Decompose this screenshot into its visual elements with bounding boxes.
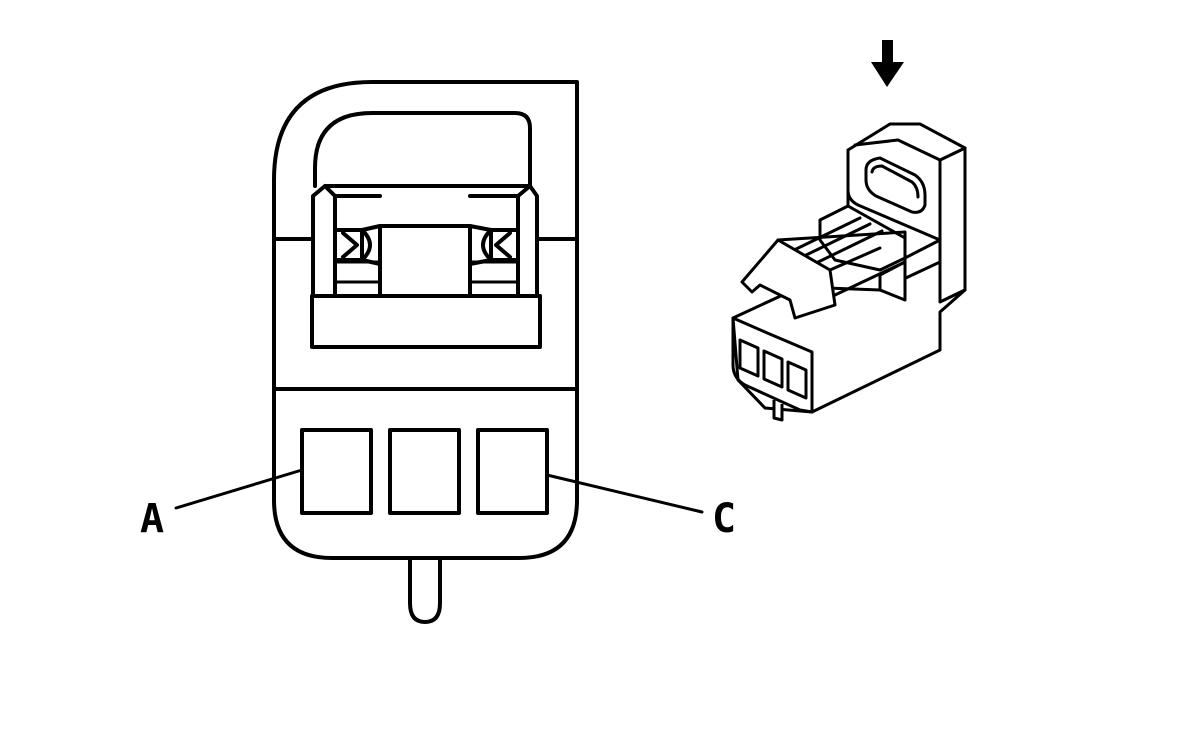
iso-body-right [938,146,967,304]
iso-lock-hole-inner [870,164,920,199]
iso-latch-ribs [788,216,884,267]
callout-line-a [174,468,304,510]
iso-latch-top [740,238,837,320]
iso-cavity-c [786,360,808,400]
iso-cavity-a [738,338,760,378]
pin-label-c: C [712,496,736,542]
iso-latch-arm [818,204,907,272]
pin-label-a: A [140,496,164,542]
terminal-cavity-a [300,428,373,515]
latch-base [310,294,542,349]
bottom-tab [408,556,442,624]
iso-lock-tower-front [846,138,942,242]
detent-right [468,224,520,266]
connector-iso-view [731,40,967,422]
terminal-cavity-b [388,428,461,515]
iso-bottom-tab [772,400,784,422]
callout-line-c [545,473,704,514]
iso-side-pocket [878,260,907,302]
iso-front-face [731,316,814,414]
iso-lock-hole [864,156,927,214]
view-direction-arrow-icon [871,40,904,87]
latch-center [378,224,472,298]
connector-front-view [272,80,579,624]
iso-latch-side [776,230,907,297]
lock-loop [313,111,532,188]
iso-cavity-b [762,349,784,389]
pin-callouts: A C [140,468,736,542]
terminal-cavity-c [476,428,549,515]
detent-left [333,224,382,266]
